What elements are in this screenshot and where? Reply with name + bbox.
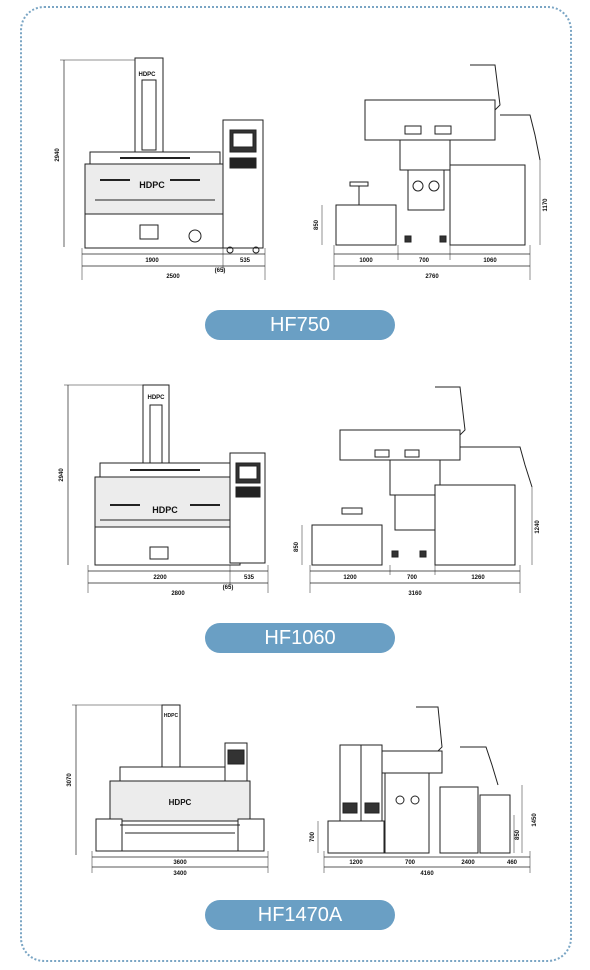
hf1470a-side-width-1: 1200 xyxy=(349,860,363,866)
hf1060-side-width-1: 1200 xyxy=(343,575,357,581)
hf1470a-side-width-2: 700 xyxy=(405,860,416,866)
hf1470a-side-view xyxy=(317,706,531,873)
hf750-front-height: 2940 xyxy=(55,148,61,162)
dotted-frame xyxy=(20,6,572,962)
hf1470a-side-height-2: 1450 xyxy=(532,813,538,827)
hf1470a-front-width-1: 3600 xyxy=(173,860,187,866)
hf1060-side-width-2: 700 xyxy=(407,575,418,581)
hf750-front-total: 2500 xyxy=(166,274,180,280)
hf750-side-width-3: 1060 xyxy=(483,258,497,264)
hf1470a-front-height: 3070 xyxy=(67,773,73,787)
hf750-side-width-2: 700 xyxy=(419,258,430,264)
hf750-side-total: 2760 xyxy=(425,274,439,280)
hf1470a-side-width-4: 460 xyxy=(507,860,518,866)
hf1060-side-total: 3160 xyxy=(408,591,422,597)
hf750-side-view xyxy=(321,64,541,280)
hf750-brand: HDPC xyxy=(138,72,156,78)
hf1470a-drawing: 3070 HDPC HDPC 3600 3400 700 1450 850 12… xyxy=(67,704,538,877)
hf1060-side-height-1: 850 xyxy=(294,541,300,552)
hf750-front-width-1: 1900 xyxy=(145,258,159,264)
hf1060-brand-front: HDPC xyxy=(152,505,178,515)
hf1060-brand: HDPC xyxy=(147,395,165,401)
hf750-front-width-2: 535 xyxy=(240,258,251,264)
hf1470a-front-view xyxy=(72,704,269,873)
hf750-front-view xyxy=(60,57,266,280)
hf750-brand-front: HDPC xyxy=(139,180,165,190)
hf1060-front-width-3: (65) xyxy=(223,585,234,591)
model-label-hf750: HF750 xyxy=(205,310,395,340)
hf1060-drawing: 2940 HDPC HDPC 2200 535 (65) 2800 850 12… xyxy=(59,384,541,597)
hf1470a-brand-front: HDPC xyxy=(169,798,192,807)
model-section-hf1060: 2940 HDPC HDPC 2200 535 (65) 2800 850 12… xyxy=(40,375,550,670)
hf1060-front-total: 2800 xyxy=(171,591,185,597)
hf1470a-side-height-3: 850 xyxy=(515,829,521,840)
model-section-hf1470a: 3070 HDPC HDPC 3600 3400 700 1450 850 12… xyxy=(40,695,550,935)
hf750-side-width-1: 1000 xyxy=(359,258,373,264)
hf1060-side-width-3: 1260 xyxy=(471,575,485,581)
hf750-side-height-2: 1170 xyxy=(543,198,549,212)
hf1060-front-view xyxy=(64,384,269,593)
model-section-hf750: 2940 HDPC HDPC 1900 535 (65) 2500 850 11… xyxy=(40,40,550,340)
hf1470a-front-total: 3400 xyxy=(173,871,187,877)
hf1060-front-width-2: 535 xyxy=(244,575,255,581)
hf750-side-height-1: 850 xyxy=(314,219,320,230)
hf1470a-brand: HDPC xyxy=(164,713,179,719)
hf1470a-side-height-1: 700 xyxy=(310,831,316,842)
hf1060-front-width-1: 2200 xyxy=(153,575,167,581)
model-label-hf1470a: HF1470A xyxy=(205,900,395,930)
hf1060-side-height-2: 1240 xyxy=(535,520,541,534)
model-label-hf1060: HF1060 xyxy=(205,623,395,653)
hf1060-side-view xyxy=(301,386,533,593)
hf1470a-side-width-3: 2400 xyxy=(461,860,475,866)
hf1470a-side-total: 4160 xyxy=(420,871,434,877)
hf750-drawing: 2940 HDPC HDPC 1900 535 (65) 2500 850 11… xyxy=(55,57,549,280)
hf750-front-width-3: (65) xyxy=(215,268,226,274)
hf1060-front-height: 2940 xyxy=(59,468,65,482)
